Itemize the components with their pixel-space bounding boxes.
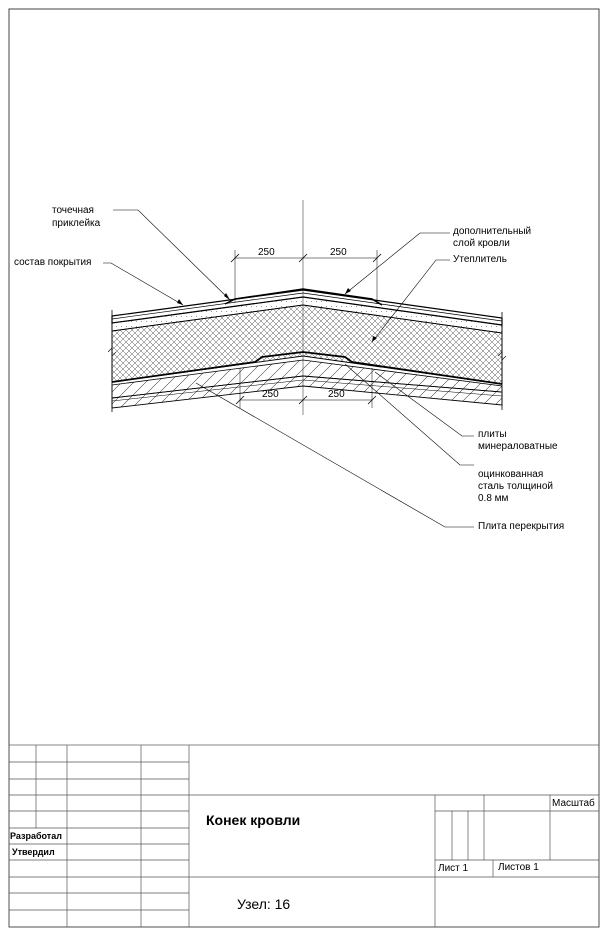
label-plita: Плита перекрытия xyxy=(478,521,565,532)
steel-flashing xyxy=(111,351,503,385)
title-block xyxy=(8,744,600,928)
label-stal-1: оцинкованная xyxy=(478,469,544,480)
tb-list: Лист 1 xyxy=(438,863,469,874)
leader-dop xyxy=(344,232,450,295)
label-tochechnaya-1: точечная xyxy=(52,205,94,216)
ridge-section xyxy=(103,200,507,528)
label-dop-2: слой кровли xyxy=(453,238,510,249)
label-plity-2: минераловатные xyxy=(478,441,558,452)
tb-uzel: Узел: 16 xyxy=(237,896,291,912)
leader-lines xyxy=(103,209,474,528)
dim-text-bottom-right: 250 xyxy=(328,389,345,400)
leader-plita xyxy=(195,382,474,528)
label-dop-1: дополнительный xyxy=(453,226,532,237)
leader-tochechnaya xyxy=(113,209,231,301)
leader-arrows xyxy=(177,288,377,342)
tb-utverdil: Утвердил xyxy=(12,847,55,857)
leader-uteplitel xyxy=(371,259,450,343)
drawing-title: Конек кровли xyxy=(206,812,301,828)
label-tochechnaya-2: приклейка xyxy=(52,218,101,229)
sheet-frame xyxy=(8,8,600,928)
dim-text-top-right: 250 xyxy=(330,247,347,258)
label-plity-1: плиты xyxy=(478,429,507,440)
tb-razrabotal: Разработал xyxy=(10,831,62,841)
label-stal-2: сталь толщиной xyxy=(478,481,553,492)
leader-sostav xyxy=(103,262,184,306)
tb-masshtab: Масштаб xyxy=(552,798,595,809)
tb-listov: Листов 1 xyxy=(498,862,539,873)
extra-layer-patch xyxy=(224,288,383,306)
label-sostav: состав покрытия xyxy=(14,257,92,268)
dim-text-top-left: 250 xyxy=(258,247,275,258)
label-stal-3: 0.8 мм xyxy=(478,493,509,504)
leader-plity xyxy=(374,371,474,437)
label-uteplitel: Утеплитель xyxy=(453,254,507,265)
leader-stal xyxy=(344,363,474,466)
dim-text-bottom-left: 250 xyxy=(262,389,279,400)
